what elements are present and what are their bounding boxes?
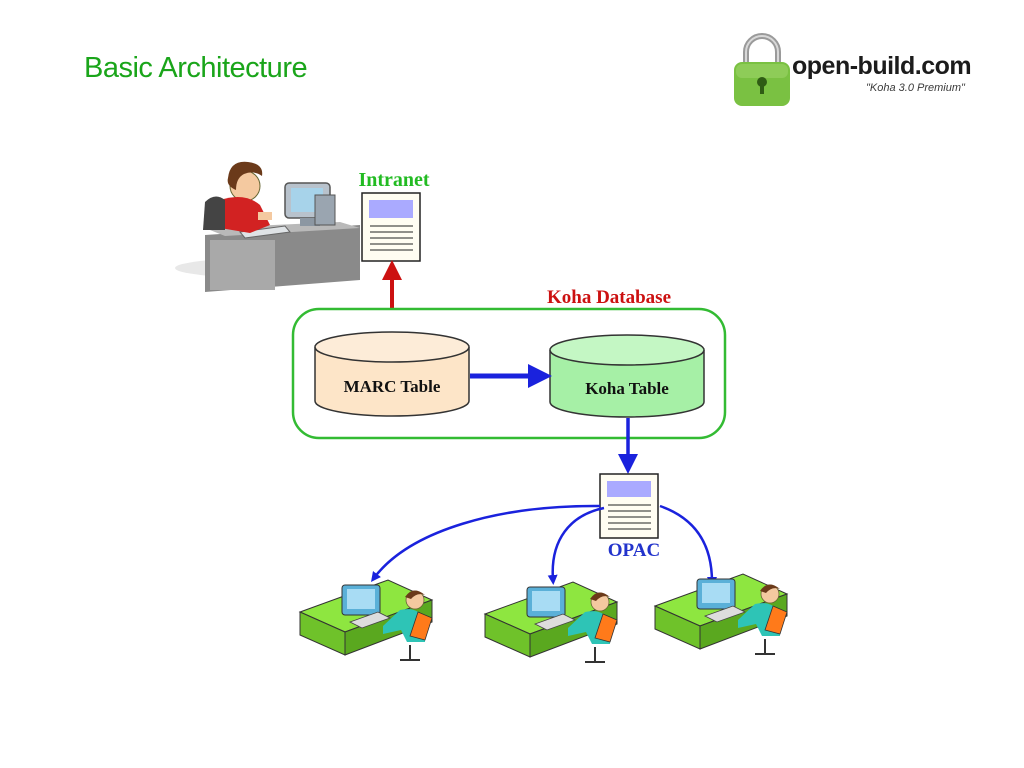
patron-workstation-icon <box>484 581 618 663</box>
logo-tagline: "Koha 3.0 Premium" <box>866 82 965 94</box>
marc-table-label: MARC Table <box>344 377 441 396</box>
marc-table-cylinder <box>314 331 470 417</box>
marc-to-koha-arrow <box>470 364 552 388</box>
slide-title: Basic Architecture <box>84 52 308 84</box>
patron-workstation-icon <box>654 573 788 655</box>
intranet-page-icon <box>361 192 421 262</box>
koha-to-opac-arrow <box>618 418 638 474</box>
logo-name: open-build.com <box>792 52 972 80</box>
intranet-label: Intranet <box>358 169 429 191</box>
koha-table-cylinder <box>549 334 705 418</box>
opac-page-icon <box>599 473 659 539</box>
logo <box>734 33 790 106</box>
database-label: Koha Database <box>547 287 671 308</box>
patron-workstation-icon <box>298 579 434 661</box>
koha-table-label: Koha Table <box>585 379 669 398</box>
opac-distribution-arrows <box>370 504 717 587</box>
librarian-workstation-icon <box>175 161 360 292</box>
padlock-icon <box>734 33 790 106</box>
opac-label: OPAC <box>608 540 660 561</box>
